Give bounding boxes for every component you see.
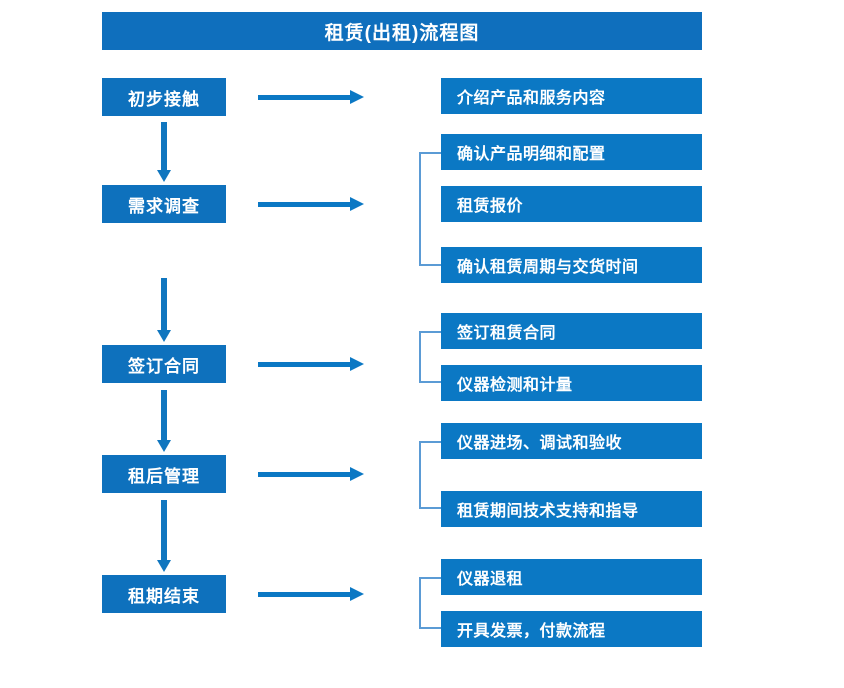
arrow-head [350,90,364,104]
stage-box-5[interactable]: 租期结束 [102,575,226,613]
arrow-shaft [161,500,167,560]
horizontal-arrow-5 [258,587,364,601]
arrow-shaft [161,390,167,440]
arrow-shaft [258,362,350,367]
detail-box-2-1[interactable]: 确认产品明细和配置 [441,134,702,170]
arrow-head [350,197,364,211]
arrow-head [350,587,364,601]
arrow-head [157,440,171,452]
detail-box-1-1[interactable]: 介绍产品和服务内容 [441,78,702,114]
vertical-arrow-2-to-3 [157,278,171,342]
horizontal-arrow-4 [258,467,364,481]
page-title: 租赁(出租)流程图 [102,12,702,50]
detail-box-3-1[interactable]: 签订租赁合同 [441,313,702,349]
horizontal-arrow-1 [258,90,364,104]
stage-box-4[interactable]: 租后管理 [102,455,226,493]
detail-box-2-3[interactable]: 确认租赁周期与交货时间 [441,247,702,283]
vertical-arrow-3-to-4 [157,390,171,452]
detail-box-5-1[interactable]: 仪器退租 [441,559,702,595]
arrow-shaft [161,122,167,170]
stage-box-1[interactable]: 初步接触 [102,78,226,116]
arrow-shaft [258,592,350,597]
group-bracket-5 [419,577,441,629]
detail-box-4-2[interactable]: 租赁期间技术支持和指导 [441,491,702,527]
arrow-head [350,357,364,371]
arrow-head [157,560,171,572]
detail-box-5-2[interactable]: 开具发票，付款流程 [441,611,702,647]
arrow-shaft [258,95,350,100]
arrow-head [157,330,171,342]
arrow-shaft [258,202,350,207]
arrow-shaft [161,278,167,330]
arrow-head [350,467,364,481]
group-bracket-2 [419,152,441,266]
detail-box-4-1[interactable]: 仪器进场、调试和验收 [441,423,702,459]
arrow-shaft [258,472,350,477]
vertical-arrow-1-to-2 [157,122,171,182]
stage-box-3[interactable]: 签订合同 [102,345,226,383]
stage-box-2[interactable]: 需求调查 [102,185,226,223]
arrow-head [157,170,171,182]
detail-box-2-2[interactable]: 租赁报价 [441,186,702,222]
vertical-arrow-4-to-5 [157,500,171,572]
group-bracket-4 [419,441,441,509]
horizontal-arrow-2 [258,197,364,211]
detail-box-3-2[interactable]: 仪器检测和计量 [441,365,702,401]
group-bracket-3 [419,331,441,383]
horizontal-arrow-3 [258,357,364,371]
